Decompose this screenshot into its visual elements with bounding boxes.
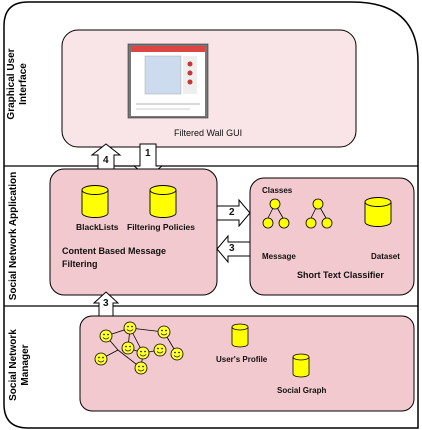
- blacklists-db-icon: [82, 186, 108, 218]
- social-graph-label: Social Graph: [277, 386, 326, 395]
- users-profile-label: User's Profile: [216, 355, 267, 364]
- arrow-3-label: 3: [229, 243, 235, 254]
- arrow-1-label: 1: [145, 148, 151, 159]
- social-graph-db-icon: [293, 354, 309, 377]
- cbmf-title: Content Based Message Filtering: [62, 245, 202, 271]
- dataset-db-icon: [365, 198, 391, 227]
- filtering-policies-db-icon: [150, 186, 176, 218]
- content-based-message-filtering-box: [50, 169, 217, 295]
- short-text-classifier-title: Short Text Classifier: [297, 270, 384, 280]
- filtering-policies-label: Filtering Policies: [127, 222, 195, 232]
- layer-label-application: Social Network Application: [8, 171, 32, 301]
- gui-screenshot-thumbnail: [128, 44, 208, 118]
- classes-label: Classes: [262, 186, 292, 195]
- arrow-3-up-label: 3: [103, 298, 109, 309]
- filtered-wall-gui-caption: Filtered Wall GUI: [174, 128, 242, 138]
- dataset-label: Dataset: [371, 252, 400, 261]
- message-label: Message: [262, 252, 296, 261]
- users-profile-db-icon: [232, 324, 248, 347]
- arrow-2-label: 2: [229, 207, 235, 218]
- layer-label-gui: Graphical User Interface: [6, 39, 30, 129]
- arrow-4-label: 4: [103, 155, 109, 166]
- layer-label-manager: Social Network Manager: [8, 323, 32, 407]
- blacklists-label: BlackLists: [76, 222, 119, 232]
